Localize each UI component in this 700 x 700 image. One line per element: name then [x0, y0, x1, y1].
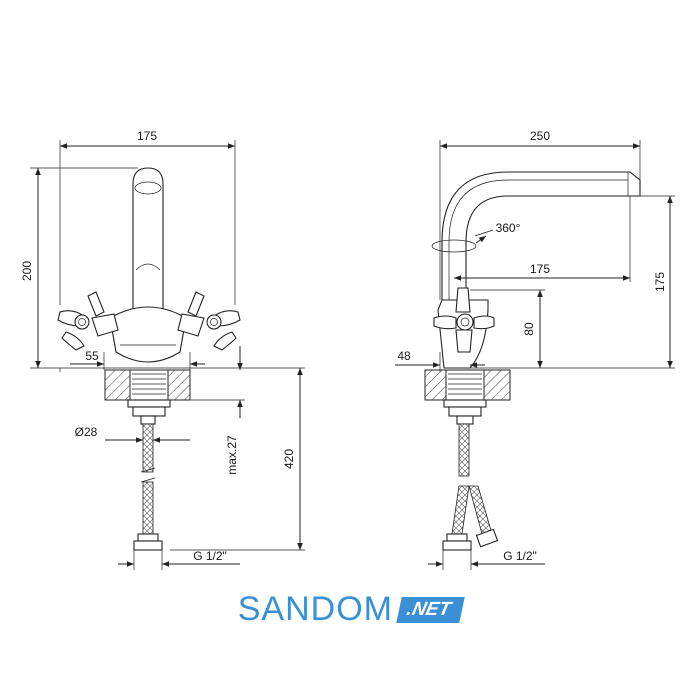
side-view: 360° 250 175 — [395, 129, 675, 570]
front-view: 175 200 55 Ø28 max.27 420 G 1/2" — [20, 129, 305, 570]
left-handle — [57, 291, 119, 351]
dim-thread-front: G 1/2" — [193, 549, 227, 563]
dim-max-27: max.27 — [225, 435, 239, 475]
dim-48-side: 48 — [397, 349, 411, 363]
dim-420-length: 420 — [282, 449, 296, 469]
brand-name: SANDOM — [237, 589, 393, 628]
dim-diameter-28: Ø28 — [75, 425, 98, 439]
dim-rotation-360: 360° — [496, 221, 521, 235]
side-handle — [433, 287, 495, 353]
right-handle — [177, 291, 241, 351]
dim-175-height: 175 — [653, 272, 667, 292]
dim-80-handle: 80 — [522, 322, 536, 336]
dim-175-inner: 175 — [530, 262, 550, 276]
dim-thread-side: G 1/2" — [503, 549, 537, 563]
brand-tld: .NET — [396, 597, 466, 623]
brand-logo: SANDOM .NET — [0, 584, 700, 634]
dim-175-front: 175 — [137, 129, 157, 143]
dim-200-height: 200 — [20, 261, 34, 281]
dim-250-reach: 250 — [530, 129, 550, 143]
dim-55-front: 55 — [85, 349, 99, 363]
